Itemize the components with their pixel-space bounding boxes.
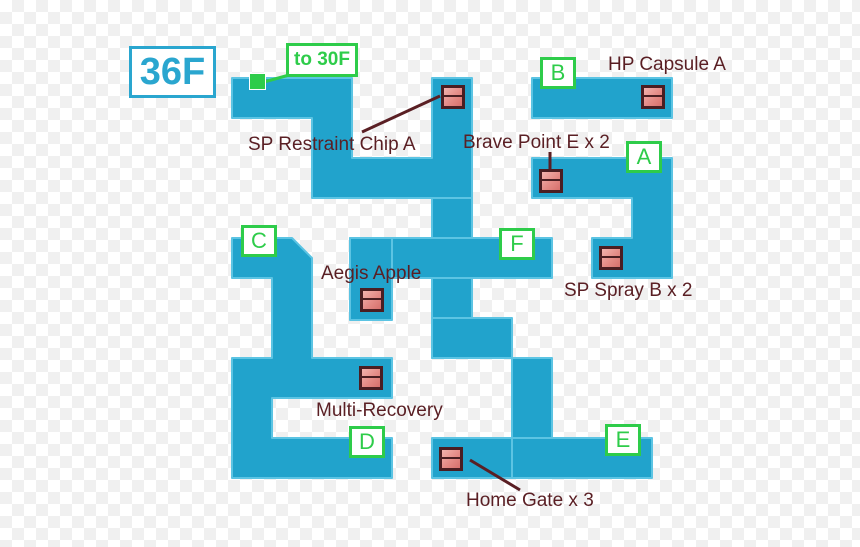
corridors [231, 77, 673, 479]
marker-c: C [241, 225, 277, 257]
item-label-aegis-apple: Aegis Apple [321, 263, 422, 284]
corridor-a [531, 157, 673, 279]
item-label-hp-capsule: HP Capsule A [608, 54, 726, 75]
marker-f: F [499, 228, 535, 260]
chest-brave-point [539, 169, 563, 193]
stairs-marker [249, 73, 266, 90]
item-label-multi-recovery: Multi-Recovery [316, 400, 443, 421]
corridor-c-d [231, 237, 393, 479]
chest-multi-recovery [359, 366, 383, 390]
leader-sp-restraint [361, 94, 441, 134]
marker-e: E [605, 424, 641, 456]
corridor-right-stub [511, 357, 553, 439]
item-label-sp-spray: SP Spray B x 2 [564, 280, 693, 301]
chest-sp-restraint-chip [441, 85, 465, 109]
chest-aegis-apple [360, 288, 384, 312]
stairs-destination-label: to 30F [286, 43, 358, 77]
leader-home-gate [469, 458, 521, 492]
corridor-lower-right [511, 437, 653, 479]
item-label-sp-restraint-chip: SP Restraint Chip A [248, 134, 416, 155]
item-label-home-gate: Home Gate x 3 [466, 490, 594, 511]
chest-sp-spray [599, 246, 623, 270]
chest-home-gate [439, 447, 463, 471]
marker-b: B [540, 57, 576, 89]
corridor-top-left [231, 77, 473, 199]
marker-d: D [349, 426, 385, 458]
item-label-brave-point: Brave Point E x 2 [463, 132, 610, 153]
marker-a: A [626, 141, 662, 173]
floor-number-label: 36F [129, 46, 216, 98]
chest-hp-capsule [641, 85, 665, 109]
